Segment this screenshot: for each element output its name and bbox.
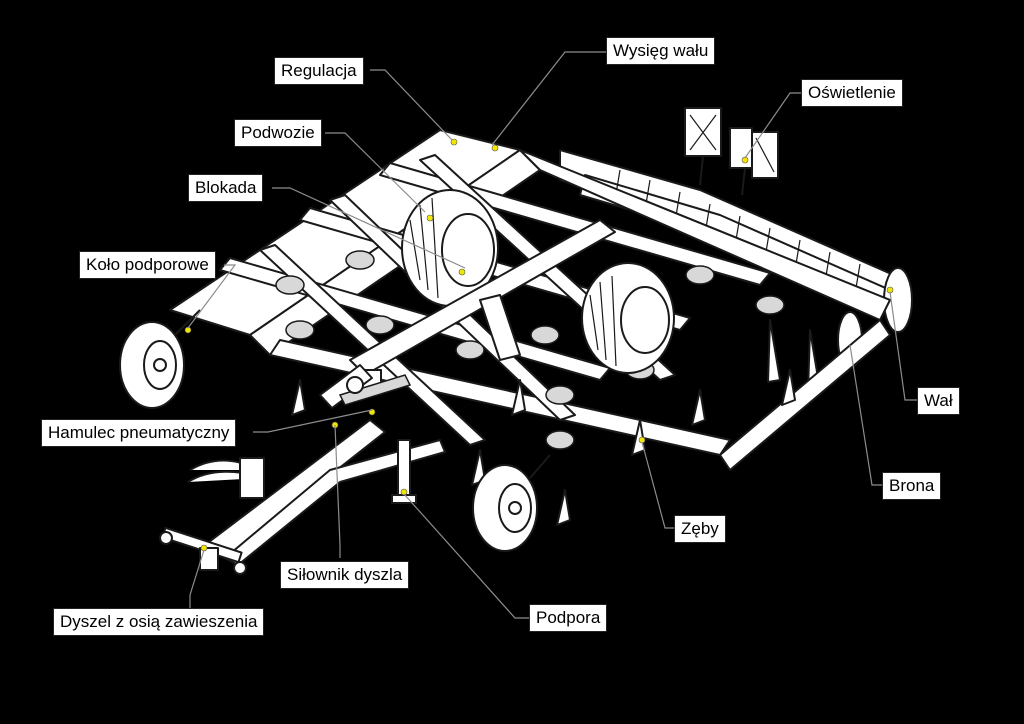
label-wal: Wał <box>917 387 960 415</box>
label-podwozie: Podwozie <box>234 119 322 147</box>
label-podpora: Podpora <box>529 604 608 632</box>
label-dyszel: Dyszel z osią zawieszenia <box>53 608 265 636</box>
label-zeby: Zęby <box>674 515 726 543</box>
transport-wheel-right <box>581 262 675 374</box>
drawbar <box>159 364 446 575</box>
label-kolo-podporowe: Koło podporowe <box>79 251 216 279</box>
hydraulic-hoses <box>187 457 265 499</box>
label-brona: Brona <box>882 472 942 500</box>
greasing-points <box>184 138 894 552</box>
transport-wheel-left <box>401 189 499 307</box>
label-silownik-dyszla: Siłownik dyszla <box>280 561 410 589</box>
parking-stand <box>391 439 417 504</box>
tine-springs <box>275 250 785 450</box>
label-regulacja: Regulacja <box>274 57 364 85</box>
drawbar-cylinder <box>338 374 412 406</box>
front-support-wheel-right <box>472 454 551 552</box>
label-blokada: Blokada <box>188 174 264 202</box>
label-hamulec-pneumatyczny: Hamulec pneumatyczny <box>41 419 237 447</box>
tines <box>291 369 796 526</box>
cultivator-machine <box>119 107 913 575</box>
label-wysieg-walu: Wysięg wału <box>606 37 716 65</box>
leader-lines <box>187 51 917 619</box>
lighting-boards <box>684 107 779 196</box>
front-support-wheel-left <box>119 309 201 409</box>
label-oswietlenie: Oświetlenie <box>801 79 903 107</box>
